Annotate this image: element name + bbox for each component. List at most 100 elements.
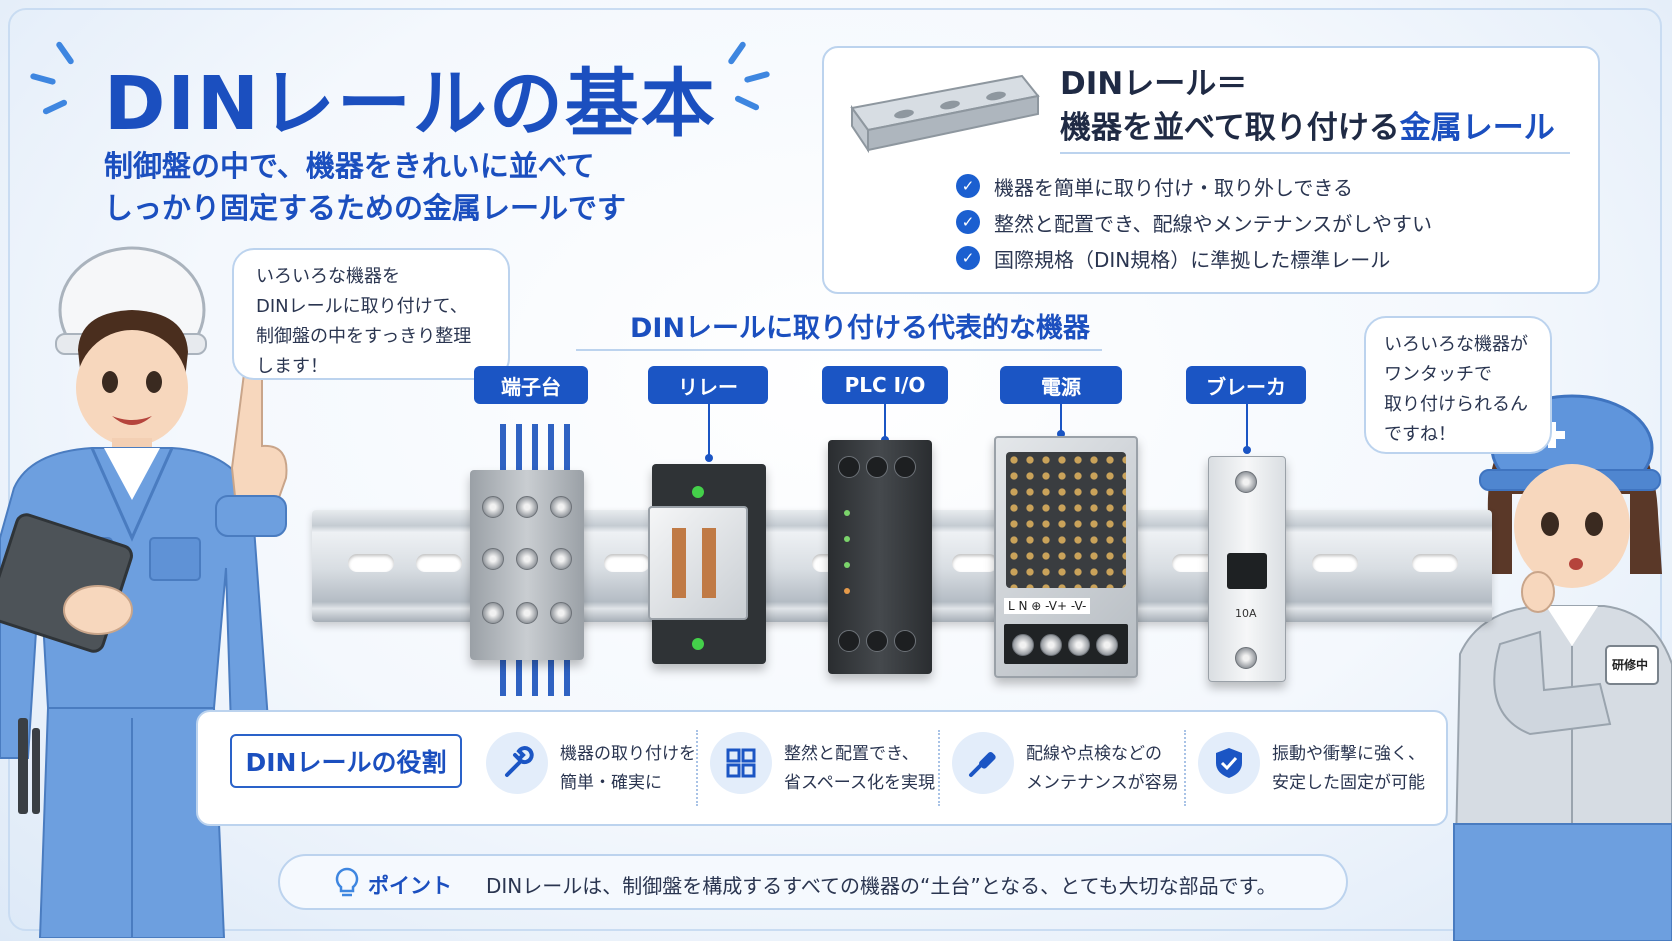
role-line: 整然と配置でき、 [784, 744, 919, 764]
divider [576, 349, 1102, 351]
role-text: 整然と配置でき、 省スペース化を実現 [784, 740, 935, 798]
leader-line [884, 404, 886, 440]
plc-io-device [828, 440, 932, 674]
wrench-icon [486, 732, 548, 794]
leader-line [708, 404, 710, 456]
divider [696, 730, 698, 806]
divider [1184, 730, 1186, 806]
terminal-screw [550, 548, 572, 570]
lightbulb-icon [335, 867, 359, 897]
device-label-relay: リレー [648, 366, 768, 404]
speech-line: DINレールに取り付けて、 [256, 296, 468, 317]
plc-status-led [844, 510, 850, 516]
rail-slot [604, 554, 650, 572]
speech-line: いろいろな機器が [1384, 334, 1528, 355]
speech-line: ですね！ [1384, 424, 1456, 445]
device-label-plc-io: PLC I/O [822, 366, 948, 404]
terminal-screw [516, 548, 538, 570]
leader-dot [1057, 430, 1065, 438]
terminal-screw [516, 496, 538, 518]
speech-line: 取り付けられるん [1384, 394, 1528, 415]
terminal-screw [482, 548, 504, 570]
plc-status-led [844, 588, 850, 594]
rail-slot [1312, 554, 1358, 572]
leader-dot [705, 454, 713, 462]
grid-layout-icon [710, 732, 772, 794]
check-icon: ✓ [956, 210, 980, 234]
leader-line [1060, 404, 1062, 432]
power-supply-device: L N ⊕ -V+ -V- [994, 436, 1138, 678]
speech-line: します！ [256, 356, 328, 377]
relay-indicator-led [692, 638, 704, 650]
terminal-screw [866, 456, 888, 478]
sparkle-mark [733, 94, 761, 112]
definition-point: ✓ 機器を簡単に取り付け・取り外しできる [956, 172, 1476, 200]
point-bar: ポイント DINレールは、制御盤を構成するすべての機器の“土台”となる、とても大… [278, 854, 1348, 910]
device-label-terminal-block: 端子台 [474, 366, 588, 404]
rail-slot [416, 554, 462, 572]
rail-slot [348, 554, 394, 572]
rail-slot [1172, 554, 1218, 572]
speech-line: ワンタッチで [1384, 364, 1492, 385]
definition-point: ✓ 整然と配置でき、配線やメンテナンスがしやすい [956, 208, 1476, 236]
sparkle-mark [29, 72, 57, 86]
speech-line: いろいろな機器を [256, 266, 400, 287]
terminal-screw [550, 602, 572, 624]
plc-status-led [844, 562, 850, 568]
terminal-screw [1040, 634, 1062, 656]
terminal-screw [838, 630, 860, 652]
definition-point: ✓ 国際規格（DIN規格）に準拠した標準レール [956, 244, 1476, 272]
definition-point-text: 整然と配置でき、配線やメンテナンスがしやすい [994, 211, 1432, 236]
screwdriver-icon [952, 732, 1014, 794]
vent-grille [1006, 452, 1126, 588]
relay-clear-cover [648, 506, 748, 620]
device-label-breaker: ブレーカ [1186, 366, 1306, 404]
terminal-screw [1096, 634, 1118, 656]
role-text: 振動や衝撃に強く、 安定した固定が可能 [1272, 740, 1425, 798]
sparkle-mark [727, 40, 747, 66]
leader-line [1246, 404, 1248, 448]
breaker-toggle [1227, 553, 1267, 589]
terminal-screw [894, 630, 916, 652]
psu-terminal-markings: L N ⊕ -V+ -V- [1004, 598, 1091, 614]
role-line: 安定した固定が可能 [1272, 773, 1425, 793]
roles-panel: DINレールの役割 機器の取り付けを 簡単・確実に 整然と配置でき、 省スペース… [196, 710, 1448, 826]
terminal-screw [516, 602, 538, 624]
definition-title-line: 機器を並べて取り付ける金属レール [1060, 106, 1555, 150]
rail-slot [952, 554, 998, 572]
page-title: DINレールの基本 [104, 61, 717, 147]
definition-point-text: 国際規格（DIN規格）に準拠した標準レール [994, 247, 1391, 272]
sparkle-mark [55, 40, 75, 66]
terminal-screw [866, 630, 888, 652]
name-badge-text: 研修中 [1612, 658, 1649, 672]
point-label: ポイント [368, 874, 452, 898]
role-line: 簡単・確実に [560, 773, 662, 793]
terminal-screw [1235, 471, 1257, 493]
speech-line: 制御盤の中をすっきり整理 [256, 326, 472, 347]
sparkle-mark [41, 98, 69, 116]
devices-section-title: DINレールに取り付ける代表的な機器 [630, 313, 1091, 344]
check-icon: ✓ [956, 246, 980, 270]
rail-slot [1412, 554, 1458, 572]
relay-device [648, 464, 766, 664]
definition-title: DINレール＝ 機器を並べて取り付ける金属レール [1060, 62, 1555, 150]
subtitle-line: しっかり固定するための金属レールです [104, 191, 627, 225]
roles-title: DINレールの役割 [230, 734, 462, 788]
page-subtitle: 制御盤の中で、機器をきれいに並べて しっかり固定するための金属レールです [104, 145, 626, 229]
definition-title-line: DINレール＝ [1060, 66, 1248, 102]
check-icon: ✓ [956, 174, 980, 198]
terminal-screw [1068, 634, 1090, 656]
plc-status-led [844, 536, 850, 542]
role-line: メンテナンスが容易 [1026, 773, 1179, 793]
role-text: 機器の取り付けを 簡単・確実に [560, 740, 696, 798]
terminal-block-device [470, 470, 584, 660]
divider [938, 730, 940, 806]
speech-bubble-left: いろいろな機器を DINレールに取り付けて、 制御盤の中をすっきり整理 します！ [232, 248, 510, 380]
definition-point-text: 機器を簡単に取り付け・取り外しできる [994, 175, 1353, 200]
speech-bubble-right: いろいろな機器が ワンタッチで 取り付けられるん ですね！ [1364, 316, 1552, 454]
relay-indicator-led [692, 486, 704, 498]
shield-check-icon [1198, 732, 1260, 794]
breaker-device: 10A [1208, 456, 1286, 682]
terminal-screw [1235, 647, 1257, 669]
